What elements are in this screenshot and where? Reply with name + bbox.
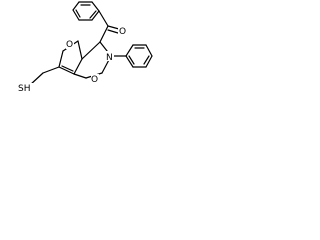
isoxazolidine-oxygen-label: O (91, 75, 98, 85)
mercaptomethyl-chain (29, 66, 60, 86)
benzoyl-phenyl-ring (72, 1, 100, 21)
carbonyl-oxygen-label: O (119, 27, 126, 37)
molecule-structure: O O N O SH (17, 1, 153, 94)
carbonyl-group (98, 10, 120, 43)
thiol-label: SH (18, 84, 30, 94)
n-phenyl-ring (113, 44, 153, 68)
nitrogen-label: N (106, 53, 113, 63)
ring-oxygen-label: O (66, 40, 73, 50)
